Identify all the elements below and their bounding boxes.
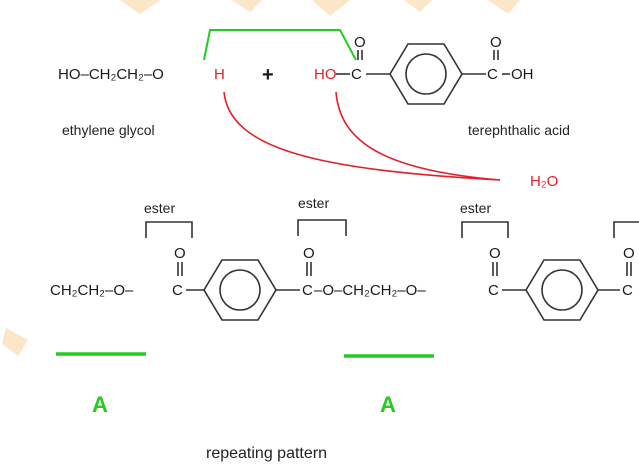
water-formation-arrow-h [223,91,501,181]
repeating-pattern-caption: repeating pattern [206,445,327,462]
ethylene-glycol-label: ethylene glycol [62,122,155,138]
repeat-unit-label-2: A [380,392,396,417]
benzene-ring-icon [203,259,277,321]
acid-removed-hydroxyl: HO [314,66,337,83]
ester-bracket-2 [297,219,347,236]
polymer-carbonyl-oxygen-3: O [489,245,501,262]
benzene-ring-icon [525,259,599,321]
ester-bracket-1 [145,221,193,238]
polymer-carbonyl-oxygen-1: O [174,245,186,262]
glycol-removed-hydrogen: H [214,66,225,83]
watermark-shapes [2,0,520,356]
acid-carbonyl-oxygen-right: O [490,34,502,51]
ester-label-3: ester [460,200,491,216]
ester-label-2: ester [298,195,329,211]
acid-carbonyl-carbon-left: C [351,66,362,83]
condensation-link-line [203,29,357,61]
ethylene-glycol-formula: HO–CH₂CH₂–O [58,66,164,83]
water-formation-arrow-oh [335,91,501,181]
acid-hydroxyl-right: OH [511,66,534,83]
repeat-unit-label-1: A [92,392,108,417]
acid-carbonyl-oxygen-left: O [354,34,366,51]
polymer-carbonyl-carbon-3: C [488,282,499,299]
polymer-carbonyl-oxygen-4: O [623,245,635,262]
plus-sign: + [262,64,274,86]
polymer-carbonyl-carbon-4: C [622,282,633,299]
ester-bracket-4-partial [613,221,639,238]
polymer-carbonyl-oxygen-2: O [303,245,315,262]
polymer-carbonyl-carbon-1: C [172,282,183,299]
polymer-chain-start: CH₂CH₂–O– [50,282,134,299]
water-byproduct: H₂O [530,173,558,190]
terephthalic-acid-label: terephthalic acid [468,122,570,138]
benzene-ring-icon [389,43,463,105]
polymer-glycol-link: –O–CH₂CH₂–O– [314,282,426,299]
acid-carbonyl-carbon-right: C [487,66,498,83]
ester-label-1: ester [144,200,175,216]
polymer-carbonyl-carbon-2: C [302,282,313,299]
ester-bracket-3 [461,221,509,238]
